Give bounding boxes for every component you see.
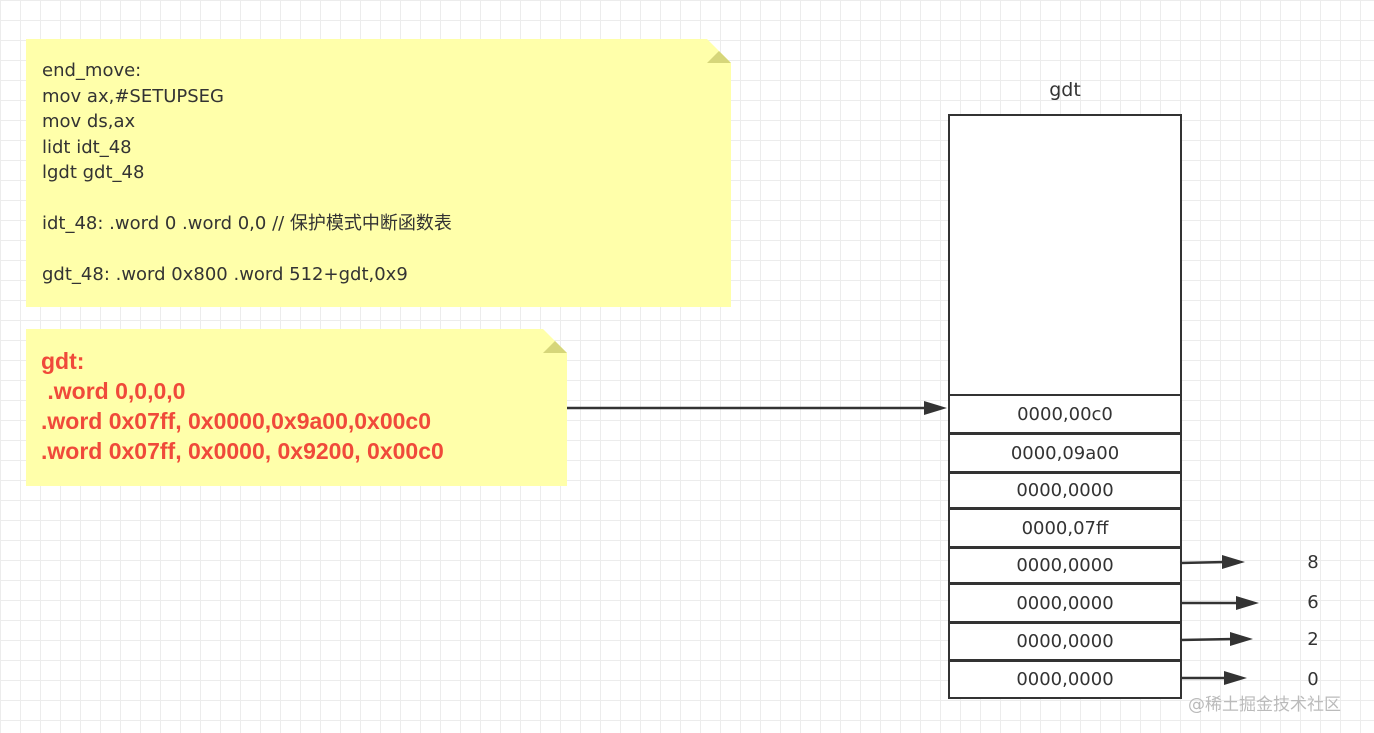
gdt-cell: 0000,0000 — [948, 622, 1182, 661]
index-arrow-head-8 — [1222, 555, 1245, 569]
index-label-6: 6 — [1307, 592, 1319, 613]
code-note: end_move: mov ax,#SETUPSEG mov ds,ax lid… — [26, 39, 731, 307]
index-arrow-head-6 — [1236, 596, 1259, 610]
watermark: @稀土掘金技术社区 — [1188, 695, 1341, 715]
index-label-8: 8 — [1307, 552, 1319, 573]
gdt-pointer-arrow-head — [924, 401, 947, 415]
index-label-2: 2 — [1307, 629, 1319, 650]
gdt-cell: 0000,0000 — [948, 660, 1182, 699]
index-label-0: 0 — [1307, 669, 1319, 690]
index-arrow-line-8 — [1179, 560, 1227, 565]
index-arrow-head-0 — [1224, 671, 1247, 685]
code-note-text: end_move: mov ax,#SETUPSEG mov ds,ax lid… — [42, 60, 452, 285]
gdt-table-title: gdt — [1049, 79, 1081, 101]
index-arrow-head-2 — [1230, 632, 1253, 646]
gdt-definition-text: gdt: .word 0,0,0,0 .word 0x07ff, 0x0000,… — [41, 348, 444, 464]
gdt-definition-note: gdt: .word 0,0,0,0 .word 0x07ff, 0x0000,… — [26, 329, 567, 486]
index-arrow-line-2 — [1179, 637, 1235, 642]
gdt-cell: 0000,00c0 — [948, 394, 1182, 434]
